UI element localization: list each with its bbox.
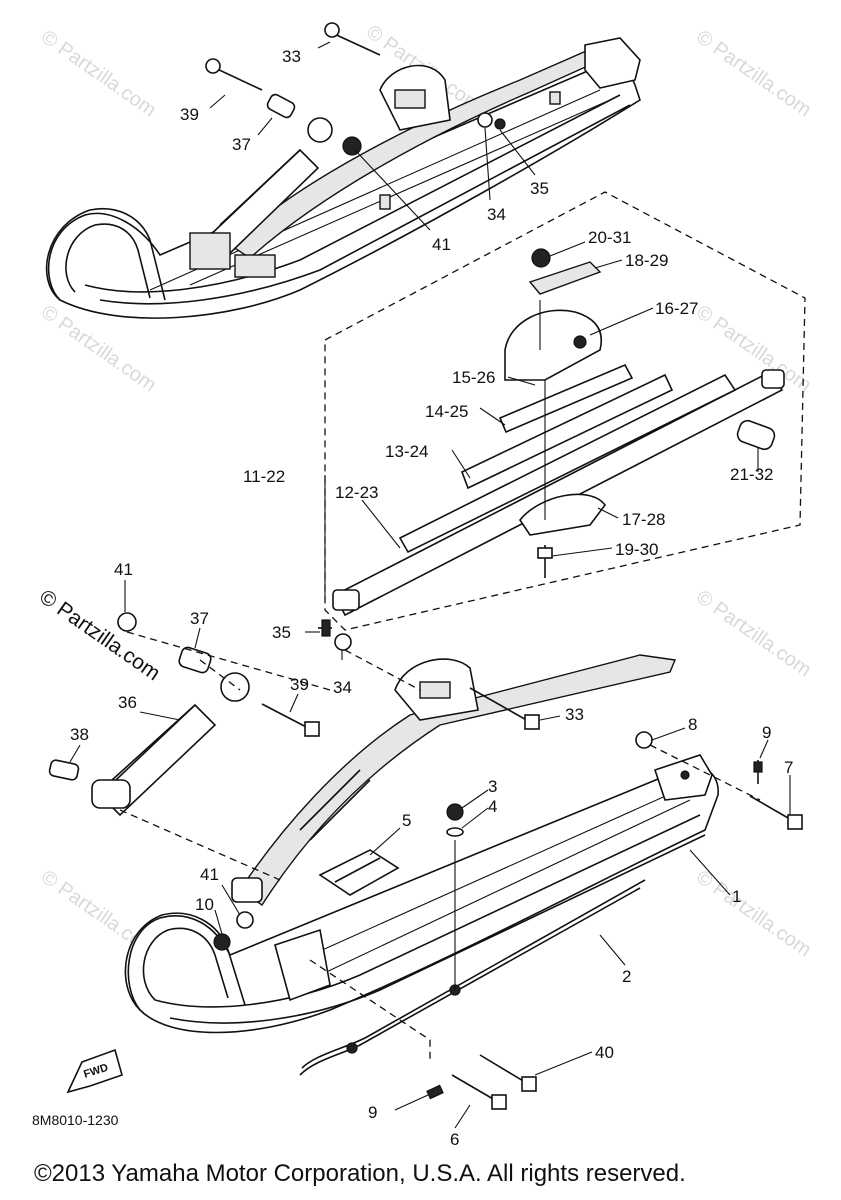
watermark-dark: © Partzilla.com [35, 585, 164, 685]
callout-13-24: 13-24 [385, 442, 428, 461]
fwd-arrow-icon: FWD [66, 1048, 123, 1094]
callout-41: 41 [432, 235, 451, 254]
callout-2: 2 [622, 967, 631, 986]
callout-19-30: 19-30 [615, 540, 658, 559]
callout-36: 36 [118, 693, 137, 712]
callout-33: 33 [282, 47, 301, 66]
callout-41: 41 [114, 560, 133, 579]
callout-35: 35 [530, 179, 549, 198]
callout-37: 37 [190, 609, 209, 628]
callout-21-32: 21-32 [730, 465, 773, 484]
callout-labels: 33 39 37 35 34 41 20-31 18-29 16-27 15-2… [70, 47, 793, 1149]
callout-1: 1 [732, 887, 741, 906]
callout-41: 41 [200, 865, 219, 884]
callout-14-25: 14-25 [425, 402, 468, 421]
callout-10: 10 [195, 895, 214, 914]
top-leaders [209, 41, 536, 231]
callout-39: 39 [290, 675, 309, 694]
callout-37: 37 [232, 135, 251, 154]
callout-9: 9 [368, 1103, 377, 1122]
exploded-leaders [324, 241, 759, 600]
callout-40: 40 [595, 1043, 614, 1062]
callout-34: 34 [333, 678, 352, 697]
callout-39: 39 [180, 105, 199, 124]
figure-code: 8M8010-1230 [32, 1112, 119, 1128]
bottom-leaders [69, 580, 791, 1129]
callout-11-22: 11-22 [243, 467, 285, 486]
callout-38: 38 [70, 725, 89, 744]
callout-5: 5 [402, 811, 411, 830]
callout-35: 35 [272, 623, 291, 642]
callout-3: 3 [488, 777, 497, 796]
callout-17-28: 17-28 [622, 510, 665, 529]
callout-8: 8 [688, 715, 697, 734]
callout-12-23: 12-23 [335, 483, 378, 502]
callout-7: 7 [784, 758, 793, 777]
watermark: © Partzilla.com [692, 26, 815, 121]
watermark: © Partzilla.com [692, 866, 815, 961]
callout-18-29: 18-29 [625, 251, 668, 270]
bottom-ski-assembly [48, 612, 803, 1110]
top-ski-assembly [45, 22, 641, 319]
watermark: © Partzilla.com [37, 26, 160, 121]
callout-20-31: 20-31 [588, 228, 631, 247]
callout-33: 33 [565, 705, 584, 724]
callout-16-27: 16-27 [655, 299, 698, 318]
copyright-notice: ©2013 Yamaha Motor Corporation, U.S.A. A… [34, 1160, 686, 1187]
callout-9: 9 [762, 723, 771, 742]
watermark: © Partzilla.com [692, 586, 815, 681]
callout-15-26: 15-26 [452, 368, 495, 387]
callout-6: 6 [450, 1130, 459, 1149]
callout-4: 4 [488, 797, 497, 816]
callout-34: 34 [487, 205, 506, 224]
leaf-spring-exploded [324, 191, 806, 631]
